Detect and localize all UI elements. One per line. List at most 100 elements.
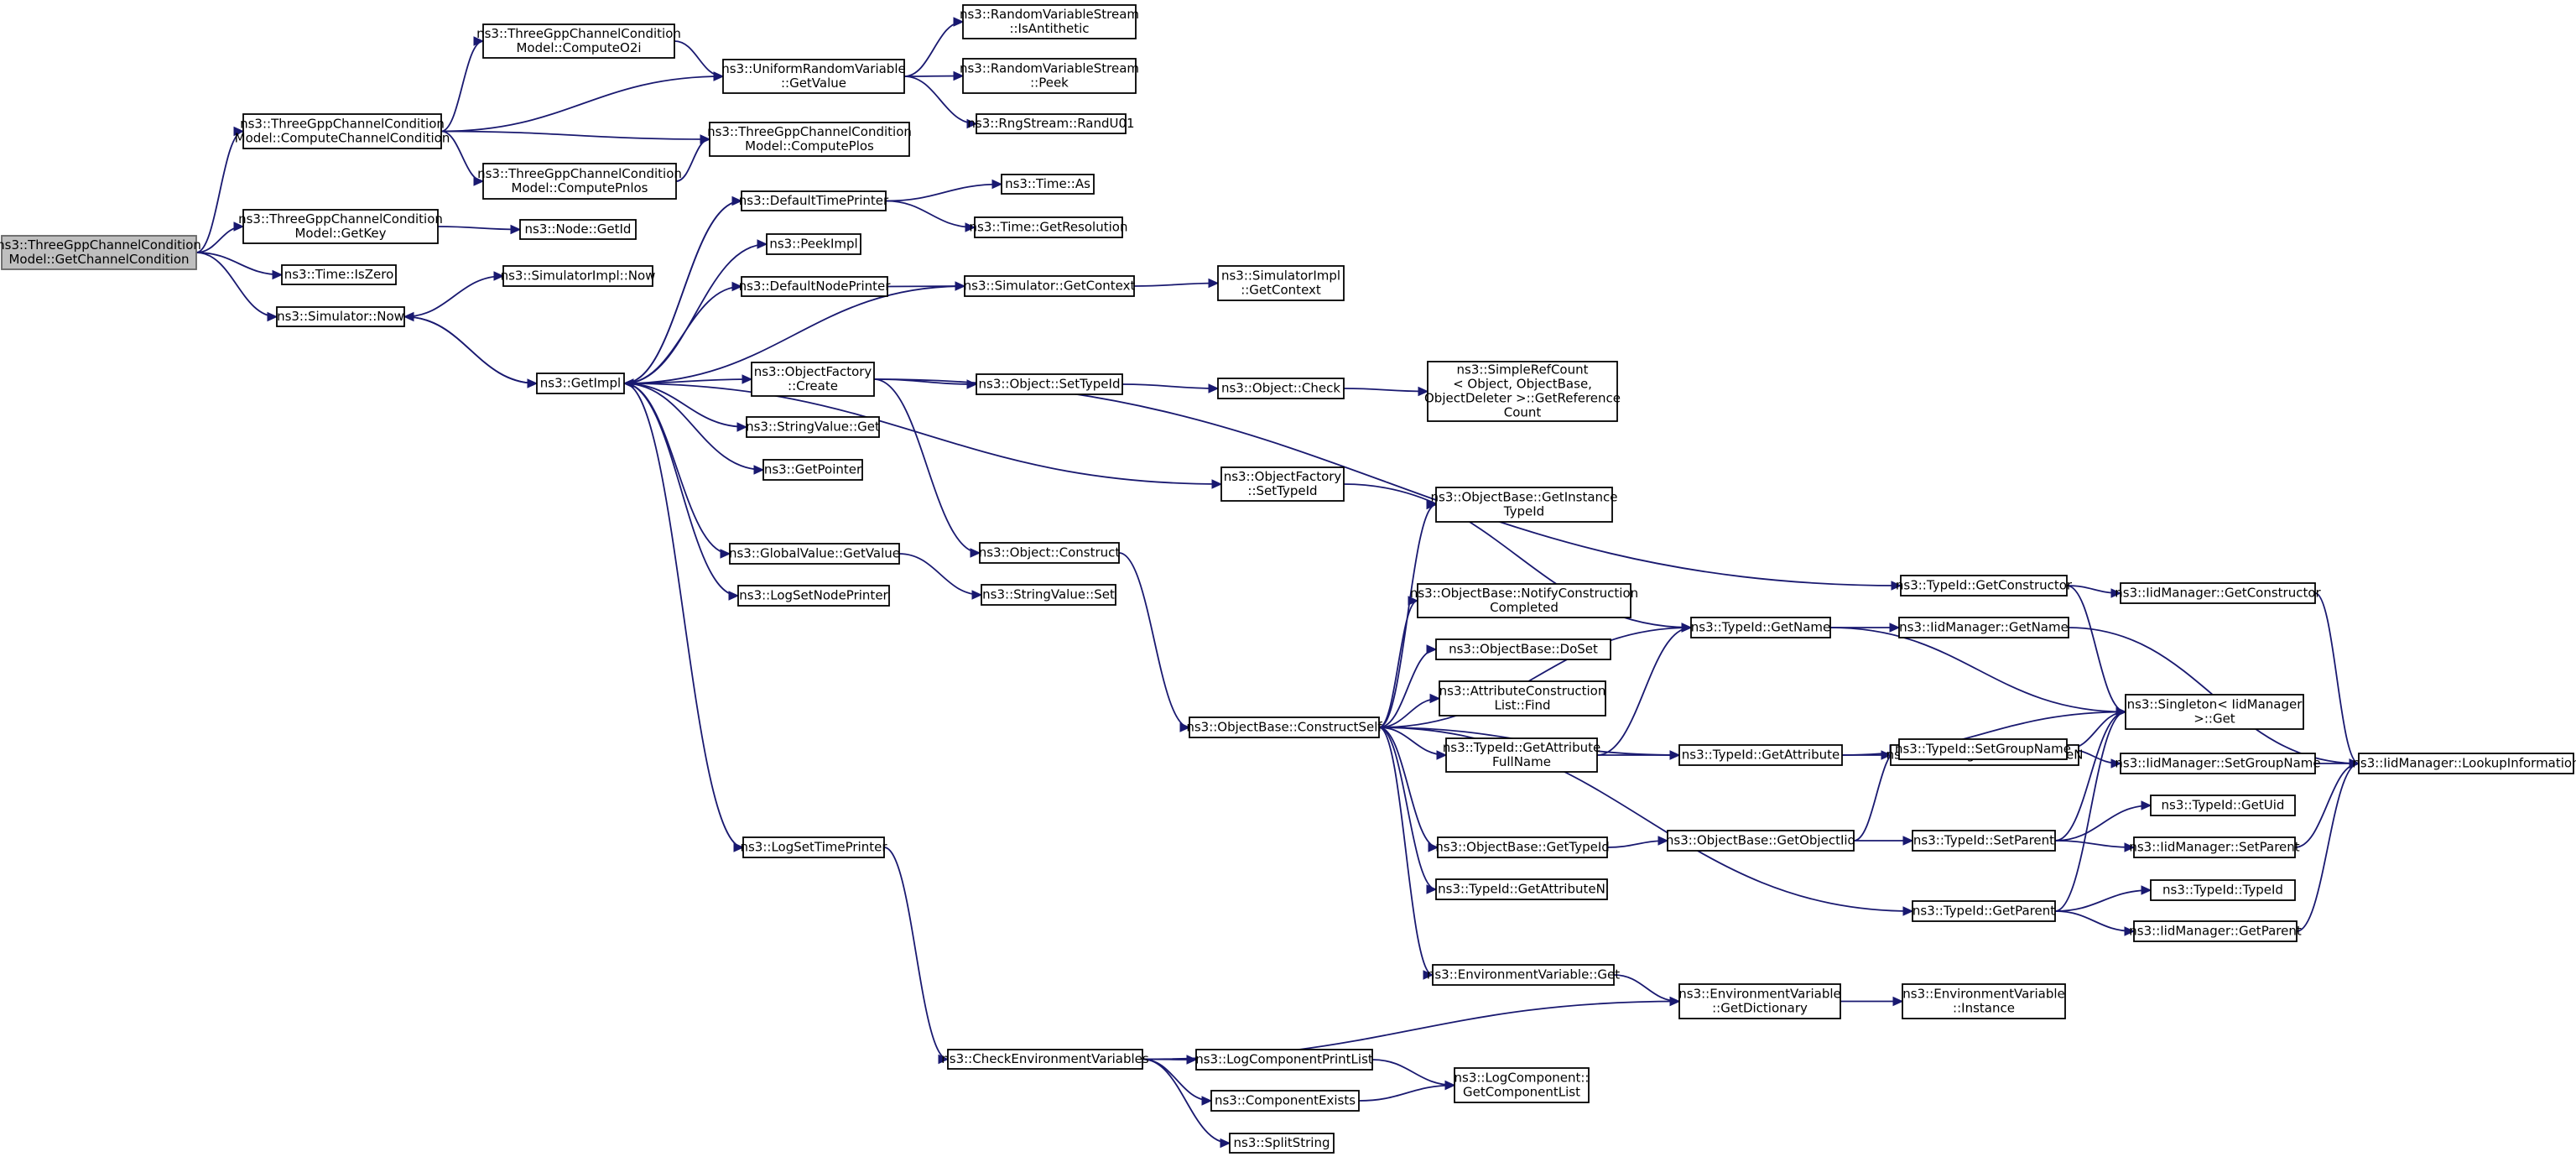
node-box[interactable] xyxy=(2133,920,2298,942)
node-box[interactable] xyxy=(762,459,863,481)
node-box[interactable] xyxy=(1898,617,2069,638)
node-box[interactable] xyxy=(1678,744,1843,766)
node-computechannelcondition[interactable]: ns3::ThreeGppChannelConditionModel::Comp… xyxy=(235,113,450,149)
node-defaultnodeprinter[interactable]: ns3::DefaultNodePrinter xyxy=(739,276,892,297)
node-typeidtypeid[interactable]: ns3::TypeId::TypeId xyxy=(2150,879,2296,901)
node-box[interactable] xyxy=(536,373,625,394)
node-box[interactable] xyxy=(2150,879,2296,901)
node-envgetdictionary[interactable]: ns3::EnvironmentVariable::GetDictionary xyxy=(1678,983,1841,1019)
node-iidgetparent[interactable]: ns3::IidManager::GetParent xyxy=(2129,920,2302,942)
node-stringvalueset[interactable]: ns3::StringValue::Set xyxy=(981,584,1116,606)
node-box[interactable] xyxy=(1667,830,1855,852)
node-getattributen[interactable]: ns3::TypeId::GetAttributeN xyxy=(1435,878,1608,900)
node-box[interactable] xyxy=(1898,738,2068,760)
node-box[interactable] xyxy=(1912,830,2056,852)
node-stringvalueget[interactable]: ns3::StringValue::Get xyxy=(746,416,880,438)
node-box[interactable] xyxy=(276,306,405,327)
node-box[interactable] xyxy=(1435,878,1608,900)
node-typeidsetgroupname[interactable]: ns3::TypeId::SetGroupName xyxy=(1895,738,2071,760)
node-box[interactable] xyxy=(2133,836,2296,858)
node-computepnlos[interactable]: ns3::ThreeGppChannelConditionModel::Comp… xyxy=(477,163,682,200)
node-logsetnodeprinter[interactable]: ns3::LogSetNodePrinter xyxy=(737,585,890,607)
node-box[interactable] xyxy=(1417,583,1631,618)
node-simnow[interactable]: ns3::Simulator::Now xyxy=(276,306,405,327)
node-constructself[interactable]: ns3::ObjectBase::ConstructSelf xyxy=(1186,716,1382,738)
node-objfactorycreate[interactable]: ns3::ObjectFactory::Create xyxy=(751,362,875,397)
node-globalvaluegetvalue[interactable]: ns3::GlobalValue::GetValue xyxy=(729,543,900,565)
node-timeas[interactable]: ns3::Time::As xyxy=(1001,174,1095,195)
node-getkey[interactable]: ns3::ThreeGppChannelConditionModel::GetK… xyxy=(238,209,443,244)
node-box[interactable] xyxy=(2358,753,2574,774)
node-box[interactable] xyxy=(746,416,880,438)
node-box[interactable] xyxy=(751,362,875,397)
node-box[interactable] xyxy=(1210,1090,1360,1112)
node-box[interactable] xyxy=(1195,1049,1373,1071)
node-box[interactable] xyxy=(722,59,905,94)
node-envget[interactable]: ns3::EnvironmentVariable::Get xyxy=(1427,964,1620,986)
node-componentexists[interactable]: ns3::ComponentExists xyxy=(1210,1090,1360,1112)
node-splitstring[interactable]: ns3::SplitString xyxy=(1229,1133,1335,1154)
node-iszero[interactable]: ns3::Time::IsZero xyxy=(281,264,397,285)
node-simimplnow[interactable]: ns3::SimulatorImpl::Now xyxy=(501,265,656,287)
node-box[interactable] xyxy=(1432,964,1615,986)
node-box[interactable] xyxy=(1220,466,1345,502)
node-objectconstruct[interactable]: ns3::Object::Construct xyxy=(979,542,1121,564)
node-simplerefcount[interactable]: ns3::SimpleRefCount< Object, ObjectBase,… xyxy=(1424,361,1621,422)
node-box[interactable] xyxy=(242,209,439,244)
node-box[interactable] xyxy=(1427,361,1618,422)
node-box[interactable] xyxy=(979,542,1120,564)
node-box[interactable] xyxy=(1229,1133,1335,1154)
node-box[interactable] xyxy=(974,216,1123,238)
node-objbasegettypeid[interactable]: ns3::ObjectBase::GetTypeId xyxy=(1435,836,1610,858)
node-defaulttimeprinter[interactable]: ns3::DefaultTimePrinter xyxy=(739,190,889,211)
node-iidsetparent[interactable]: ns3::IidManager::SetParent xyxy=(2129,836,2300,858)
node-peekimpl[interactable]: ns3::PeekImpl xyxy=(766,233,861,255)
node-box[interactable] xyxy=(976,113,1127,134)
node-getimpl[interactable]: ns3::GetImpl xyxy=(536,373,625,394)
node-typeidgetattribute[interactable]: ns3::TypeId::GetAttribute xyxy=(1678,744,1843,766)
node-box[interactable] xyxy=(2125,694,2304,730)
node-box[interactable] xyxy=(2120,582,2316,604)
node-box[interactable] xyxy=(2120,753,2316,774)
node-getcomponentlist[interactable]: ns3::LogComponent::GetComponentList xyxy=(1454,1067,1590,1103)
node-simimplgetcontext[interactable]: ns3::SimulatorImpl::GetContext xyxy=(1217,265,1345,301)
node-randu01[interactable]: ns3::RngStream::RandU01 xyxy=(967,113,1135,134)
node-box[interactable] xyxy=(519,219,637,240)
node-box[interactable] xyxy=(1437,836,1608,858)
node-isantithetic[interactable]: ns3::RandomVariableStream::IsAntithetic xyxy=(960,4,1139,39)
node-typeidgetparent[interactable]: ns3::TypeId::GetParent xyxy=(1912,900,2056,922)
node-box[interactable] xyxy=(1690,617,1831,638)
node-typeidsetparent[interactable]: ns3::TypeId::SetParent xyxy=(1912,830,2056,852)
node-box[interactable] xyxy=(1217,265,1345,301)
node-box[interactable] xyxy=(1439,680,1606,716)
node-box[interactable] xyxy=(1435,487,1613,523)
node-box[interactable] xyxy=(766,233,861,255)
node-box[interactable] xyxy=(242,113,442,149)
node-iidgetconstructor[interactable]: ns3::IidManager::GetConstructor xyxy=(2115,582,2322,604)
node-box[interactable] xyxy=(1912,900,2056,922)
node-box[interactable] xyxy=(1445,737,1598,773)
node-iidsetgroupname[interactable]: ns3::IidManager::SetGroupName xyxy=(2115,753,2321,774)
node-lookupinformation[interactable]: ns3::IidManager::LookupInformation xyxy=(2352,753,2576,774)
node-box[interactable] xyxy=(482,163,677,200)
node-box[interactable] xyxy=(482,23,675,59)
node-box[interactable] xyxy=(1902,983,2066,1019)
node-simgetcontext[interactable]: ns3::Simulator::GetContext xyxy=(964,275,1136,297)
node-box[interactable] xyxy=(1001,174,1095,195)
node-notifyconstruction[interactable]: ns3::ObjectBase::NotifyConstructionCompl… xyxy=(1410,583,1638,618)
node-box[interactable] xyxy=(976,373,1123,395)
node-box[interactable] xyxy=(1454,1067,1590,1103)
node-box[interactable] xyxy=(962,4,1137,39)
node-singletonget[interactable]: ns3::Singleton< IidManager>::Get xyxy=(2125,694,2304,730)
node-objfactorysettypeid[interactable]: ns3::ObjectFactory::SetTypeId xyxy=(1220,466,1345,502)
node-box[interactable] xyxy=(947,1049,1143,1070)
node-envinstance[interactable]: ns3::EnvironmentVariable::Instance xyxy=(1902,983,2066,1019)
node-getchannelcondition[interactable]: ns3::ThreeGppChannelConditionModel::GetC… xyxy=(0,235,201,270)
node-getpointer[interactable]: ns3::GetPointer xyxy=(762,459,863,481)
node-box[interactable] xyxy=(962,58,1137,94)
node-box[interactable] xyxy=(737,585,890,607)
node-box[interactable] xyxy=(1900,575,2068,597)
